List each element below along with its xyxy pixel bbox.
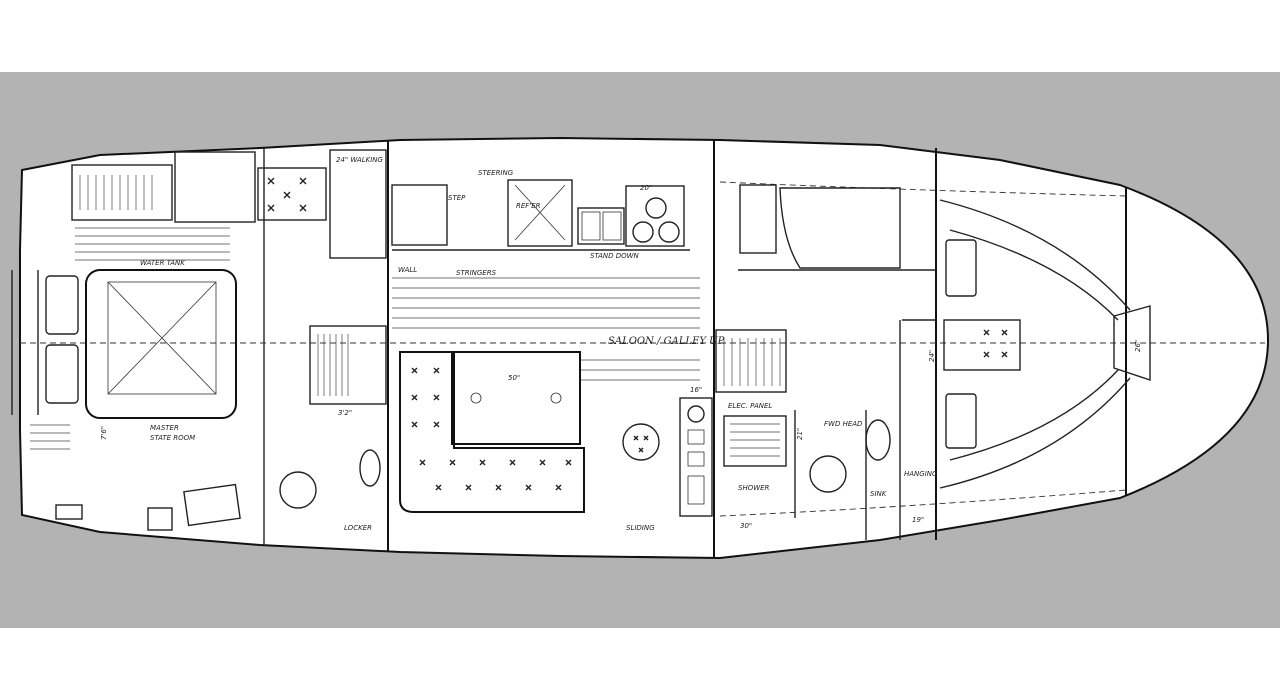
saloon-galley: STEP REF'ER STEERING STRINGERS WALL STAN…: [391, 169, 725, 532]
steering-label: STEERING: [478, 169, 514, 177]
saloon-label: SALOON / GALLEY UP.: [608, 336, 725, 347]
sink-label: SINK: [870, 490, 888, 498]
water-tank-label: WATER TANK: [140, 259, 186, 267]
dim-76-label: 7'6": [100, 426, 108, 440]
dim-50-label: 50": [508, 374, 520, 382]
galley-stove: [625, 185, 685, 247]
locker-label: LOCKER: [344, 524, 372, 532]
master-label: MASTER: [150, 424, 179, 432]
dim-20-label: 20": [640, 184, 652, 192]
shower-label: SHOWER: [738, 484, 770, 492]
master-stateroom: MASTER STATE ROOM WATER TANK 7'6": [30, 151, 327, 531]
bulkheads: [11, 140, 1127, 558]
reefer-label: REF'ER: [516, 202, 541, 210]
aft-head: 24" WALKING LOCKER 3'2": [279, 149, 387, 532]
hanging-label: HANGING: [904, 470, 938, 478]
stand-down-label: STAND DOWN: [590, 252, 640, 260]
stringers-label: STRINGERS: [456, 269, 497, 277]
deck-line-bottom: [719, 489, 1127, 517]
dim-24-label: 24": [928, 350, 936, 362]
hull-outline: [19, 136, 1270, 560]
forward-head: ELEC. PANEL FWD HEAD SHOWER 30" 21" SINK: [715, 184, 936, 540]
wall-label: WALL: [398, 266, 417, 274]
dim-21-label: 21": [796, 428, 804, 440]
settee-x-marks: [411, 367, 572, 491]
fwd-head-label: FWD HEAD: [824, 420, 863, 428]
deck-line-top: [719, 181, 1127, 197]
step-label: STEP: [448, 194, 466, 202]
stateroom-label: STATE ROOM: [150, 434, 195, 442]
walking-label: 24" WALKING: [336, 156, 384, 164]
sliding-label: SLIDING: [626, 524, 655, 532]
dim-16-label: 16": [690, 386, 702, 394]
shower-pan: [723, 415, 787, 467]
dim-19-label: 19": [912, 516, 924, 524]
dim-32-label: 3'2": [338, 409, 352, 417]
galley-sink: [577, 207, 625, 245]
elec-panel-label: ELEC. PANEL: [728, 402, 772, 410]
dim-26-label: 26": [1134, 340, 1142, 352]
dim-30-label: 30": [740, 522, 752, 530]
v-berth: HANGING 19" 24" 26": [902, 199, 1151, 524]
cushion-x-marks: [267, 177, 307, 212]
